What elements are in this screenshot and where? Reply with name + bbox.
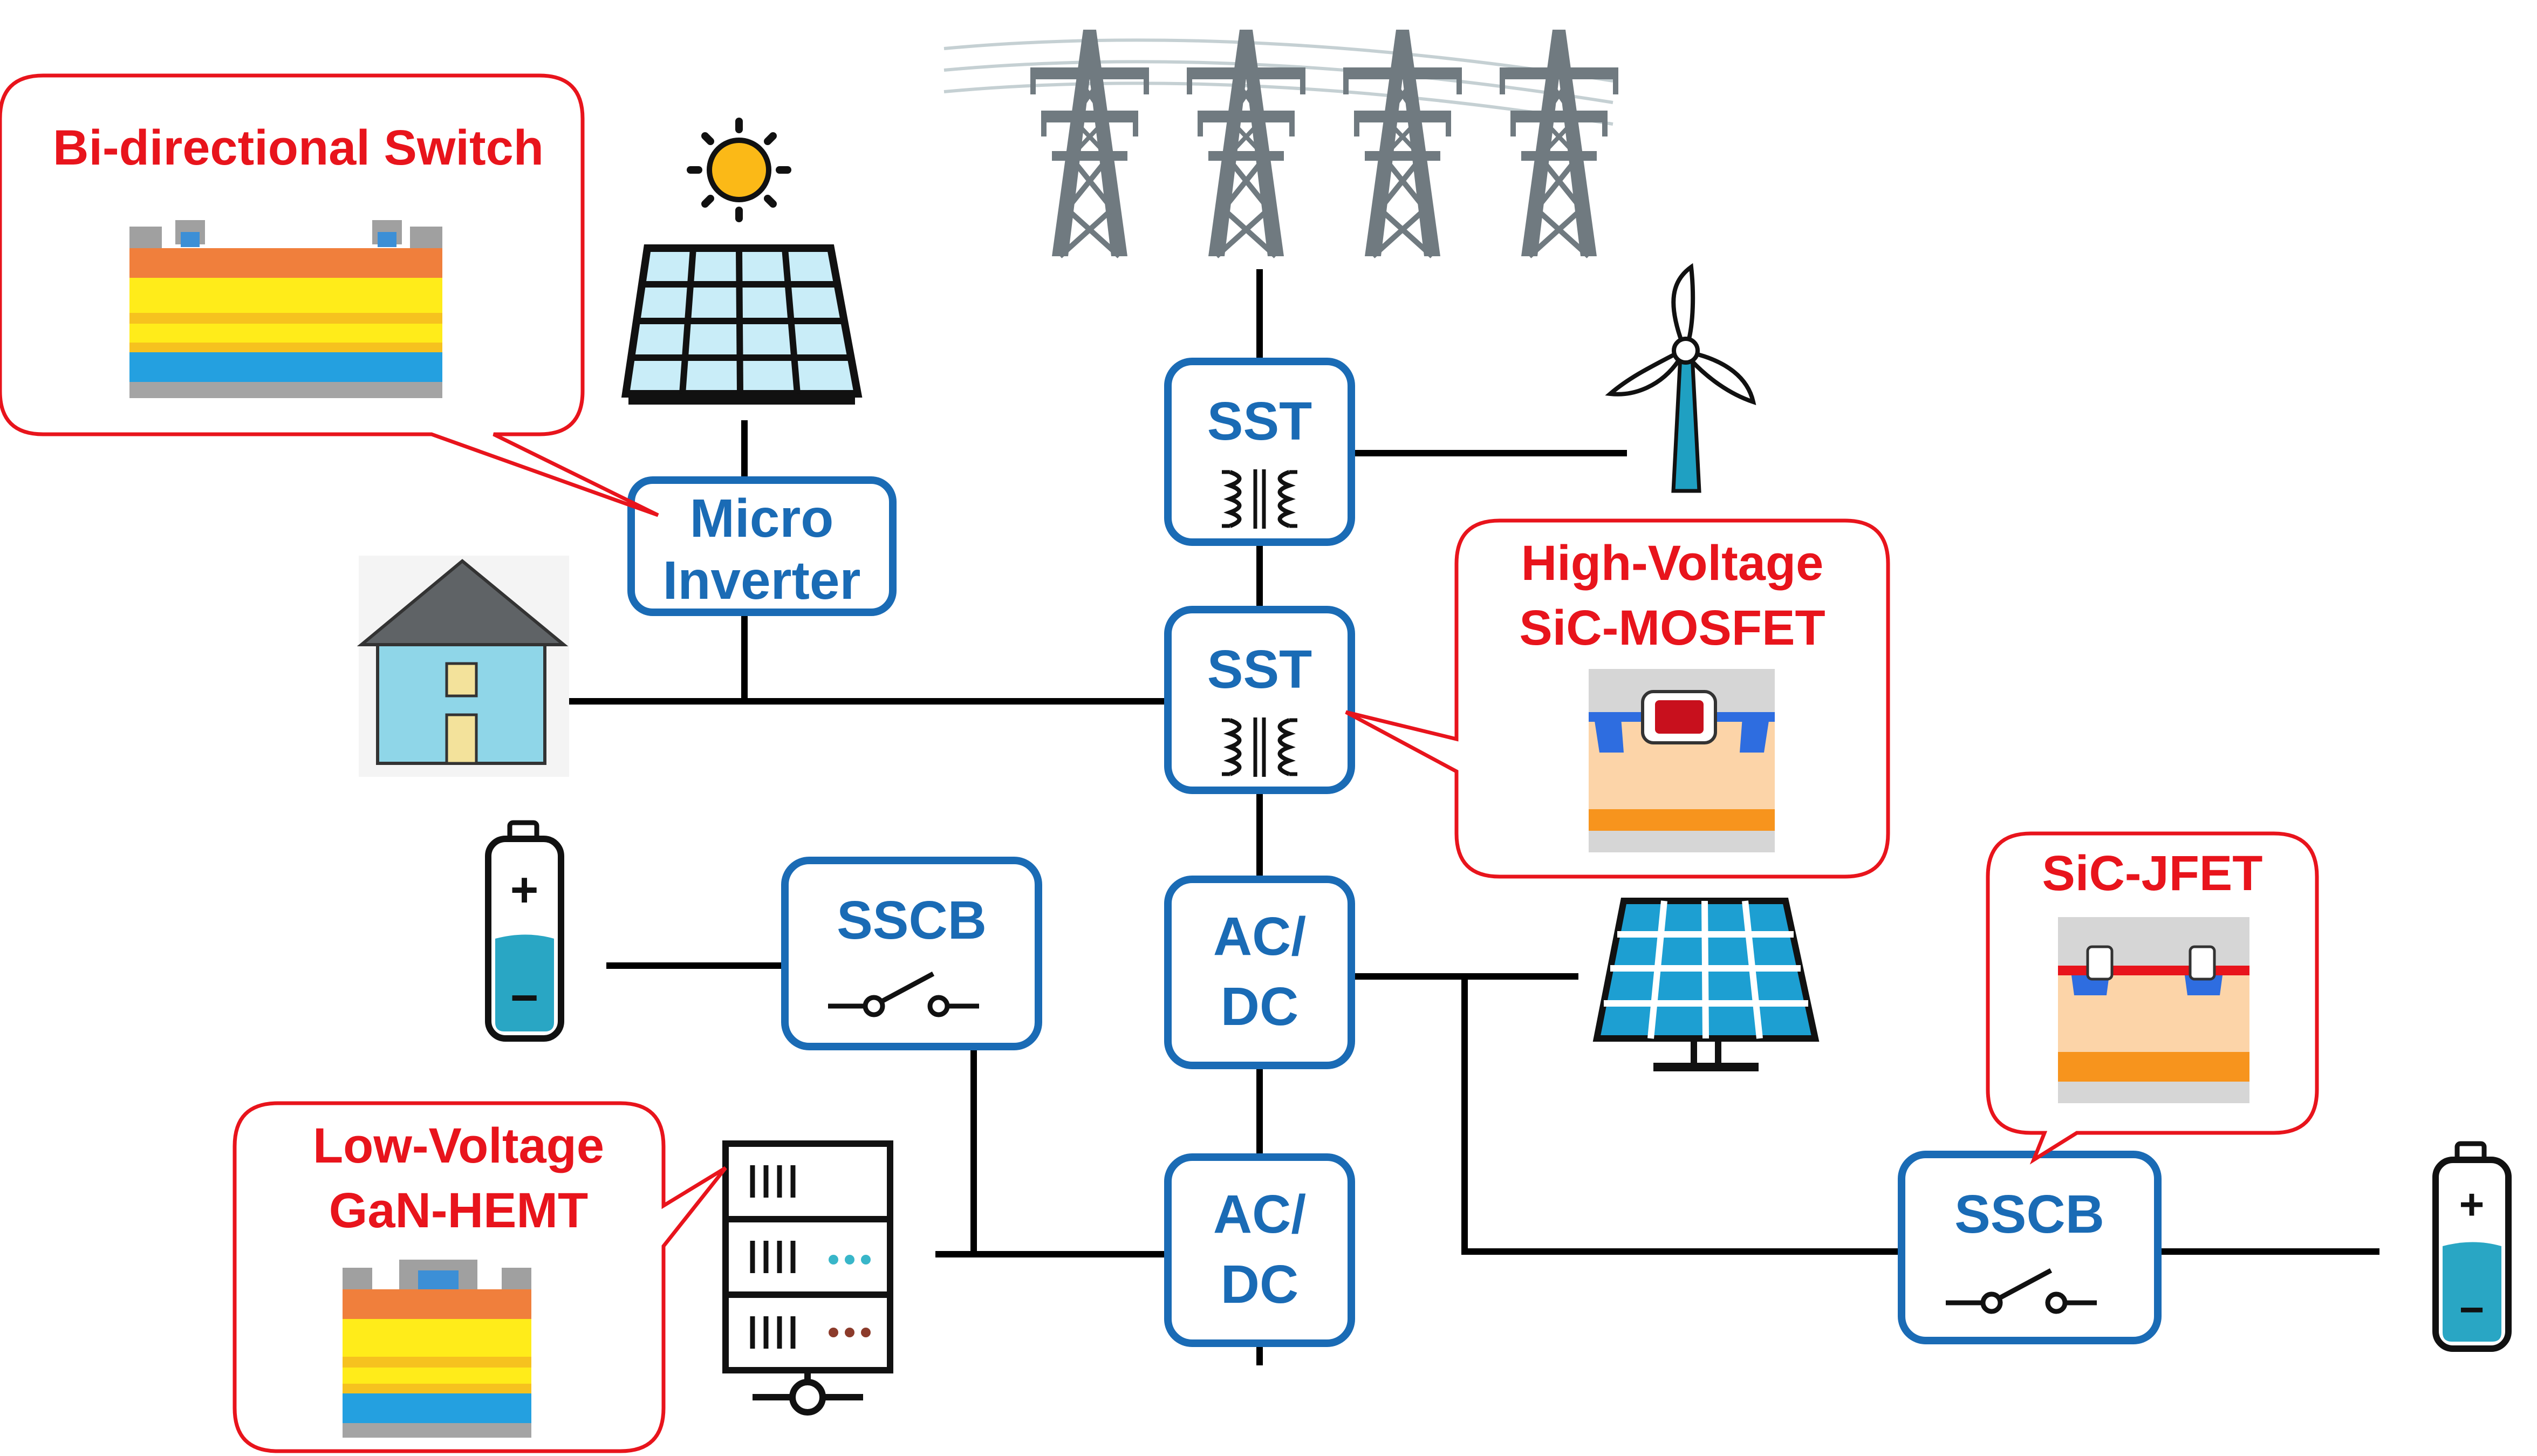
micro-inverter-label-line1: Micro bbox=[690, 488, 834, 549]
sst-mid-box: SST bbox=[1164, 606, 1355, 794]
sscb-left-label: SSCB bbox=[837, 890, 987, 951]
callout-hv-sic-mosfet-title-line2: SiC-MOSFET bbox=[1519, 600, 1825, 655]
callout-lv-gan-hemt-title-line1: Low-Voltage bbox=[313, 1118, 604, 1173]
callout-hv-sic-mosfet: High-Voltage SiC-MOSFET bbox=[1345, 518, 1890, 879]
house-icon bbox=[357, 556, 569, 777]
sscb-left-box: SSCB bbox=[781, 857, 1042, 1050]
ac-dc-upper-box: AC/ DC bbox=[1164, 876, 1355, 1069]
transmission-tower-icon bbox=[1343, 30, 1462, 256]
server-rack-icon bbox=[722, 1140, 893, 1416]
ac-dc-lower-label-line2: DC bbox=[1221, 1254, 1298, 1315]
callout-lv-gan-hemt: Low-Voltage GaN-HEMT bbox=[232, 1101, 727, 1453]
sscb-right-box: SSCB bbox=[1898, 1151, 2162, 1344]
ac-dc-lower-label-line1: AC/ bbox=[1213, 1184, 1306, 1245]
sst-mid-label: SST bbox=[1207, 639, 1312, 700]
sscb-right-label: SSCB bbox=[1954, 1184, 2104, 1245]
wind-turbine-icon bbox=[1605, 263, 1756, 493]
callout-bidirectional-switch-title: Bi-directional Switch bbox=[53, 120, 544, 175]
transmission-tower-icon bbox=[1500, 30, 1618, 256]
solar-panel-icon bbox=[1592, 898, 1820, 1071]
device-cross-section-icon bbox=[129, 220, 442, 399]
callout-sic-jfet-title: SiC-JFET bbox=[2042, 846, 2263, 901]
battery-minus-sign: − bbox=[2459, 1286, 2485, 1334]
callout-sic-jfet: SiC-JFET bbox=[1986, 831, 2319, 1165]
transmission-towers bbox=[943, 30, 1618, 256]
sst-top-box: SST bbox=[1164, 358, 1355, 546]
micro-inverter-box: Micro Inverter bbox=[627, 476, 897, 616]
device-cross-section-icon bbox=[343, 1260, 531, 1438]
battery-plus-sign: + bbox=[510, 863, 539, 917]
sst-top-label: SST bbox=[1207, 391, 1312, 452]
ac-dc-upper-label-line2: DC bbox=[1221, 976, 1298, 1037]
solar-panel-icon bbox=[621, 244, 863, 405]
battery-plus-sign: + bbox=[2459, 1180, 2485, 1228]
callout-bidirectional-switch: Bi-directional Switch bbox=[0, 73, 659, 517]
battery-icon: + − bbox=[485, 820, 564, 1042]
callout-hv-sic-mosfet-title-line1: High-Voltage bbox=[1521, 536, 1824, 591]
device-cross-section-icon bbox=[1589, 669, 1775, 852]
micro-inverter-label-line2: Inverter bbox=[663, 550, 861, 611]
battery-minus-sign: − bbox=[510, 971, 539, 1025]
device-cross-section-icon bbox=[2058, 917, 2249, 1103]
callout-lv-gan-hemt-title-line2: GaN-HEMT bbox=[329, 1183, 588, 1238]
battery-icon: + − bbox=[2432, 1141, 2512, 1352]
ac-dc-upper-label-line1: AC/ bbox=[1213, 906, 1306, 967]
sun-icon bbox=[687, 118, 791, 222]
ac-dc-lower-box: AC/ DC bbox=[1164, 1153, 1355, 1347]
